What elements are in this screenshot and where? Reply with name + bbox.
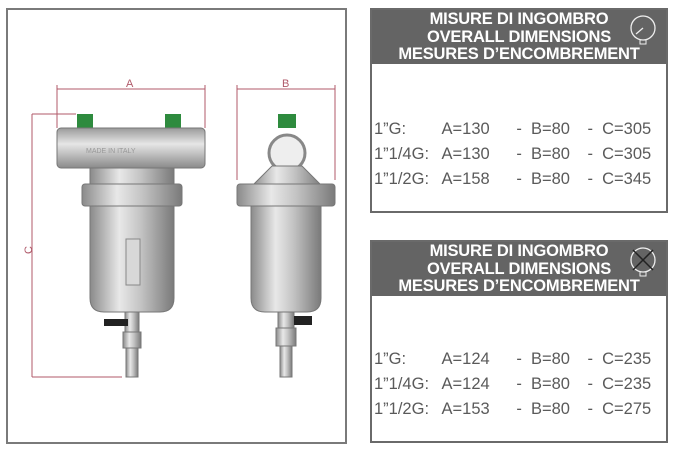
size-cell: 1”1/4G:: [374, 375, 430, 393]
c-cell: C=305: [602, 120, 652, 138]
c-cell: C=235: [602, 350, 652, 368]
table-row: 1”1/4G:A=130-B=80-C=305: [372, 142, 666, 167]
size-cell: 1”1/4G:: [374, 145, 430, 163]
title-french: MESURES D’ENCOMBREMENT: [398, 45, 640, 63]
separator: -: [516, 350, 522, 368]
c-cell: C=305: [602, 145, 652, 163]
b-cell: B=80: [530, 145, 570, 163]
filter-front-view: MADE IN ITALY: [56, 114, 206, 378]
separator: -: [587, 375, 594, 393]
b-cell: B=80: [530, 170, 570, 188]
separator: -: [587, 400, 594, 418]
size-cell: 1”1/2G:: [374, 170, 430, 188]
separator: -: [516, 120, 522, 138]
title-french: MESURES D’ENCOMBREMENT: [398, 277, 640, 295]
separator: -: [516, 400, 522, 418]
separator: -: [587, 170, 594, 188]
dimension-lines: [31, 85, 336, 378]
filter-drawing-svg: A B C MADE IN ITALY: [23, 78, 336, 378]
dimensions-table: 1”G:A=124-B=80-C=235 1”1/4G:A=124-B=80-C…: [372, 347, 666, 422]
table-row: 1”G:A=130-B=80-C=305: [372, 117, 666, 142]
c-cell: C=235: [602, 375, 652, 393]
a-cell: A=130: [441, 120, 490, 138]
b-cell: B=80: [530, 400, 570, 418]
dimensions-table: 1”G:A=130-B=80-C=305 1”1/4G:A=130-B=80-C…: [372, 117, 666, 192]
size-cell: 1”G:: [374, 120, 407, 138]
dimension-label-b: B: [282, 78, 289, 90]
table-row: 1”1/4G:A=124-B=80-C=235: [372, 372, 666, 397]
c-cell: C=275: [602, 400, 652, 418]
size-cell: 1”1/2G:: [374, 400, 430, 418]
b-cell: B=80: [530, 375, 570, 393]
b-cell: B=80: [530, 350, 570, 368]
separator: -: [587, 120, 594, 138]
no-pressure-gauge-icon: [630, 247, 656, 277]
dimension-label-c: C: [23, 246, 35, 254]
a-cell: A=130: [441, 145, 490, 163]
separator: -: [587, 145, 594, 163]
c-cell: C=345: [602, 170, 652, 188]
dimension-label-a: A: [126, 78, 134, 90]
separator: -: [587, 350, 594, 368]
title-english: OVERALL DIMENSIONS: [426, 27, 612, 46]
separator: -: [516, 170, 522, 188]
table-row: 1”1/2G:A=153-B=80-C=275: [372, 397, 666, 422]
dimensions-panel-without-gauge: MISURE DI INGOMBRO OVERALL DIMENSIONS ME…: [370, 240, 668, 443]
filter-technical-drawing: A B C MADE IN ITALY: [6, 8, 347, 444]
body-marking: MADE IN ITALY: [86, 148, 136, 155]
filter-side-view: [236, 114, 336, 378]
separator: -: [516, 145, 522, 163]
separator: -: [516, 375, 522, 393]
size-cell: 1”G:: [374, 350, 407, 368]
title-italian: MISURE DI INGOMBRO: [429, 10, 609, 28]
title-italian: MISURE DI INGOMBRO: [429, 242, 609, 260]
title-english: OVERALL DIMENSIONS: [426, 259, 612, 278]
panel-header: MISURE DI INGOMBRO OVERALL DIMENSIONS ME…: [372, 242, 666, 296]
b-cell: B=80: [530, 120, 570, 138]
panel-header: MISURE DI INGOMBRO OVERALL DIMENSIONS ME…: [372, 10, 666, 64]
table-row: 1”1/2G:A=158-B=80-C=345: [372, 167, 666, 192]
a-cell: A=124: [441, 375, 490, 393]
a-cell: A=158: [441, 170, 490, 188]
dimensions-panel-with-gauge: MISURE DI INGOMBRO OVERALL DIMENSIONS ME…: [370, 8, 668, 213]
table-row: 1”G:A=124-B=80-C=235: [372, 347, 666, 372]
a-cell: A=153: [441, 400, 490, 418]
a-cell: A=124: [441, 350, 490, 368]
pressure-gauge-icon: [630, 15, 656, 45]
